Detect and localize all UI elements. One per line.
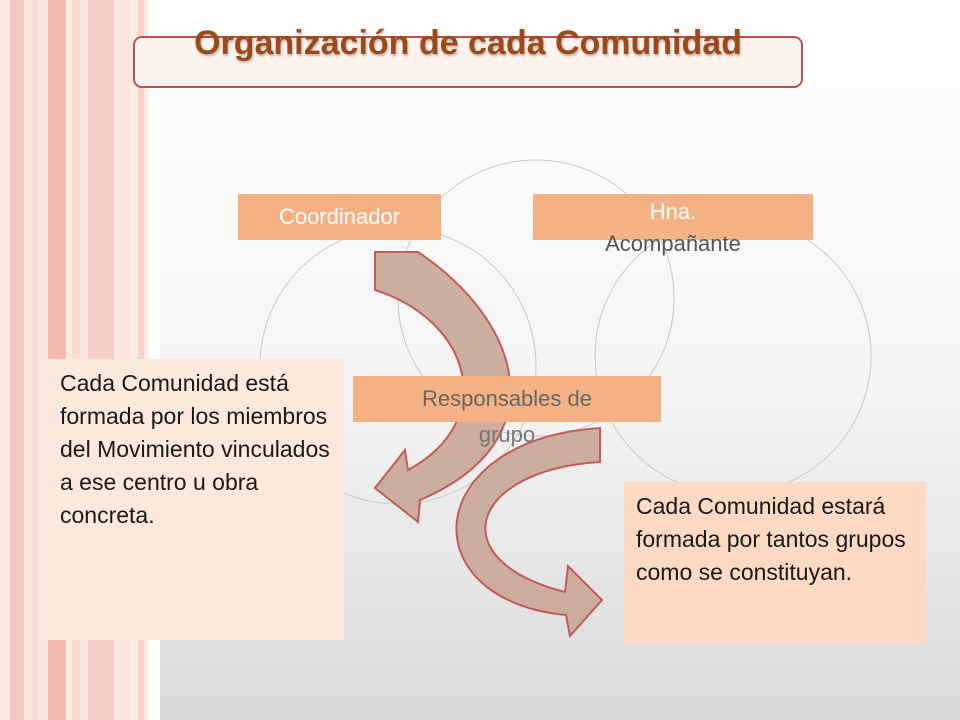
companion-line2: Acompañante <box>605 231 741 256</box>
group-leaders-line2: grupo <box>478 422 536 447</box>
group-leaders-box: Responsables de grupo <box>353 376 661 447</box>
page-title: Organización de cada Comunidad <box>194 24 742 62</box>
title-frame <box>133 36 803 88</box>
curved-arrow-left <box>373 251 512 524</box>
companion-line1: Hna. <box>649 199 697 224</box>
coordinator-box: Coordinador <box>238 194 441 240</box>
curved-arrow-right <box>455 426 604 639</box>
companion-box: Hna. Acompañante <box>533 194 813 256</box>
venn-circle-right <box>594 217 872 495</box>
community-groups-note: Cada Comunidad estará formada por tantos… <box>624 482 926 644</box>
group-leaders-line1: Responsables de <box>421 386 592 411</box>
community-members-note: Cada Comunidad está formada por los miem… <box>48 359 344 640</box>
